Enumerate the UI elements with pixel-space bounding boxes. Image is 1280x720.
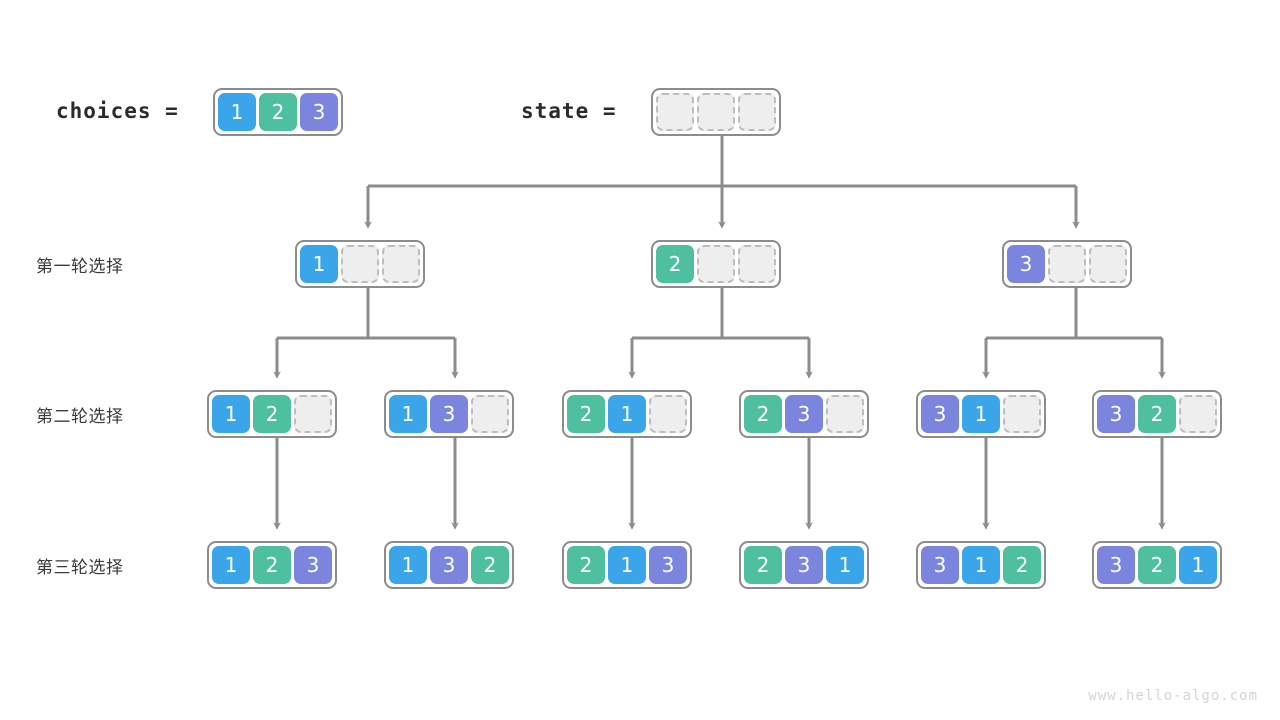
node-r3-n1-cell-3: 3 [294,546,332,584]
node-r2-n6-cell-2: 2 [1138,395,1176,433]
row-label-1: 第一轮选择 [36,257,124,277]
node-r2-n1-cell-1: 1 [212,395,250,433]
node-r3-n5-cell-3: 3 [921,546,959,584]
node-r3-n2-cell-3: 3 [430,546,468,584]
node-r2-n1-cell-2: 2 [253,395,291,433]
node-r3-n1-cell-2: 2 [253,546,291,584]
state-node-r1-n2[interactable]: 2 [651,240,781,288]
node-r1-n1-cell-empty [382,245,420,283]
node-r3-n4-cell-1: 1 [826,546,864,584]
node-r3-n5-cell-1: 1 [962,546,1000,584]
node-r1-n2-cell-empty [697,245,735,283]
state-array[interactable] [651,88,781,136]
choices-label: choices = [56,99,179,123]
node-r1-n2-cell-2: 2 [656,245,694,283]
node-r2-n5-cell-1: 1 [962,395,1000,433]
state-node-r1-n1[interactable]: 1 [295,240,425,288]
choices-cell-1: 1 [218,93,256,131]
node-r3-n2-cell-1: 1 [389,546,427,584]
node-r1-n2-cell-empty [738,245,776,283]
node-r3-n6-cell-3: 3 [1097,546,1135,584]
node-r2-n2-cell-3: 3 [430,395,468,433]
node-r1-n3-cell-empty [1089,245,1127,283]
node-r2-n5-cell-empty [1003,395,1041,433]
node-r2-n1-cell-empty [294,395,332,433]
state-label: state = [521,99,617,123]
state-cell-empty [656,93,694,131]
node-r3-n6-cell-2: 2 [1138,546,1176,584]
node-r2-n3-cell-1: 1 [608,395,646,433]
node-r3-n3-cell-3: 3 [649,546,687,584]
choices-cell-3: 3 [300,93,338,131]
node-r3-n1-cell-1: 1 [212,546,250,584]
node-r3-n3-cell-1: 1 [608,546,646,584]
node-r3-n6-cell-1: 1 [1179,546,1217,584]
node-r1-n1-cell-1: 1 [300,245,338,283]
node-r2-n2-cell-1: 1 [389,395,427,433]
node-r2-n2-cell-empty [471,395,509,433]
state-cell-empty [697,93,735,131]
node-r2-n4-cell-3: 3 [785,395,823,433]
node-r3-n4-cell-2: 2 [744,546,782,584]
node-r2-n4-cell-2: 2 [744,395,782,433]
node-r2-n3-cell-2: 2 [567,395,605,433]
node-r2-n4-cell-empty [826,395,864,433]
node-r3-n2-cell-2: 2 [471,546,509,584]
choices-cell-2: 2 [259,93,297,131]
row-label-2: 第二轮选择 [36,407,124,427]
state-node-r1-n3[interactable]: 3 [1002,240,1132,288]
watermark: www.hello-algo.com [1088,688,1258,704]
node-r2-n6-cell-empty [1179,395,1217,433]
node-r3-n5-cell-2: 2 [1003,546,1041,584]
node-r2-n3-cell-empty [649,395,687,433]
state-cell-empty [738,93,776,131]
row-label-3: 第三轮选择 [36,558,124,578]
node-r1-n1-cell-empty [341,245,379,283]
node-r2-n6-cell-3: 3 [1097,395,1135,433]
node-r1-n3-cell-empty [1048,245,1086,283]
node-r2-n5-cell-3: 3 [921,395,959,433]
node-r1-n3-cell-3: 3 [1007,245,1045,283]
node-r3-n4-cell-3: 3 [785,546,823,584]
node-r3-n3-cell-2: 2 [567,546,605,584]
